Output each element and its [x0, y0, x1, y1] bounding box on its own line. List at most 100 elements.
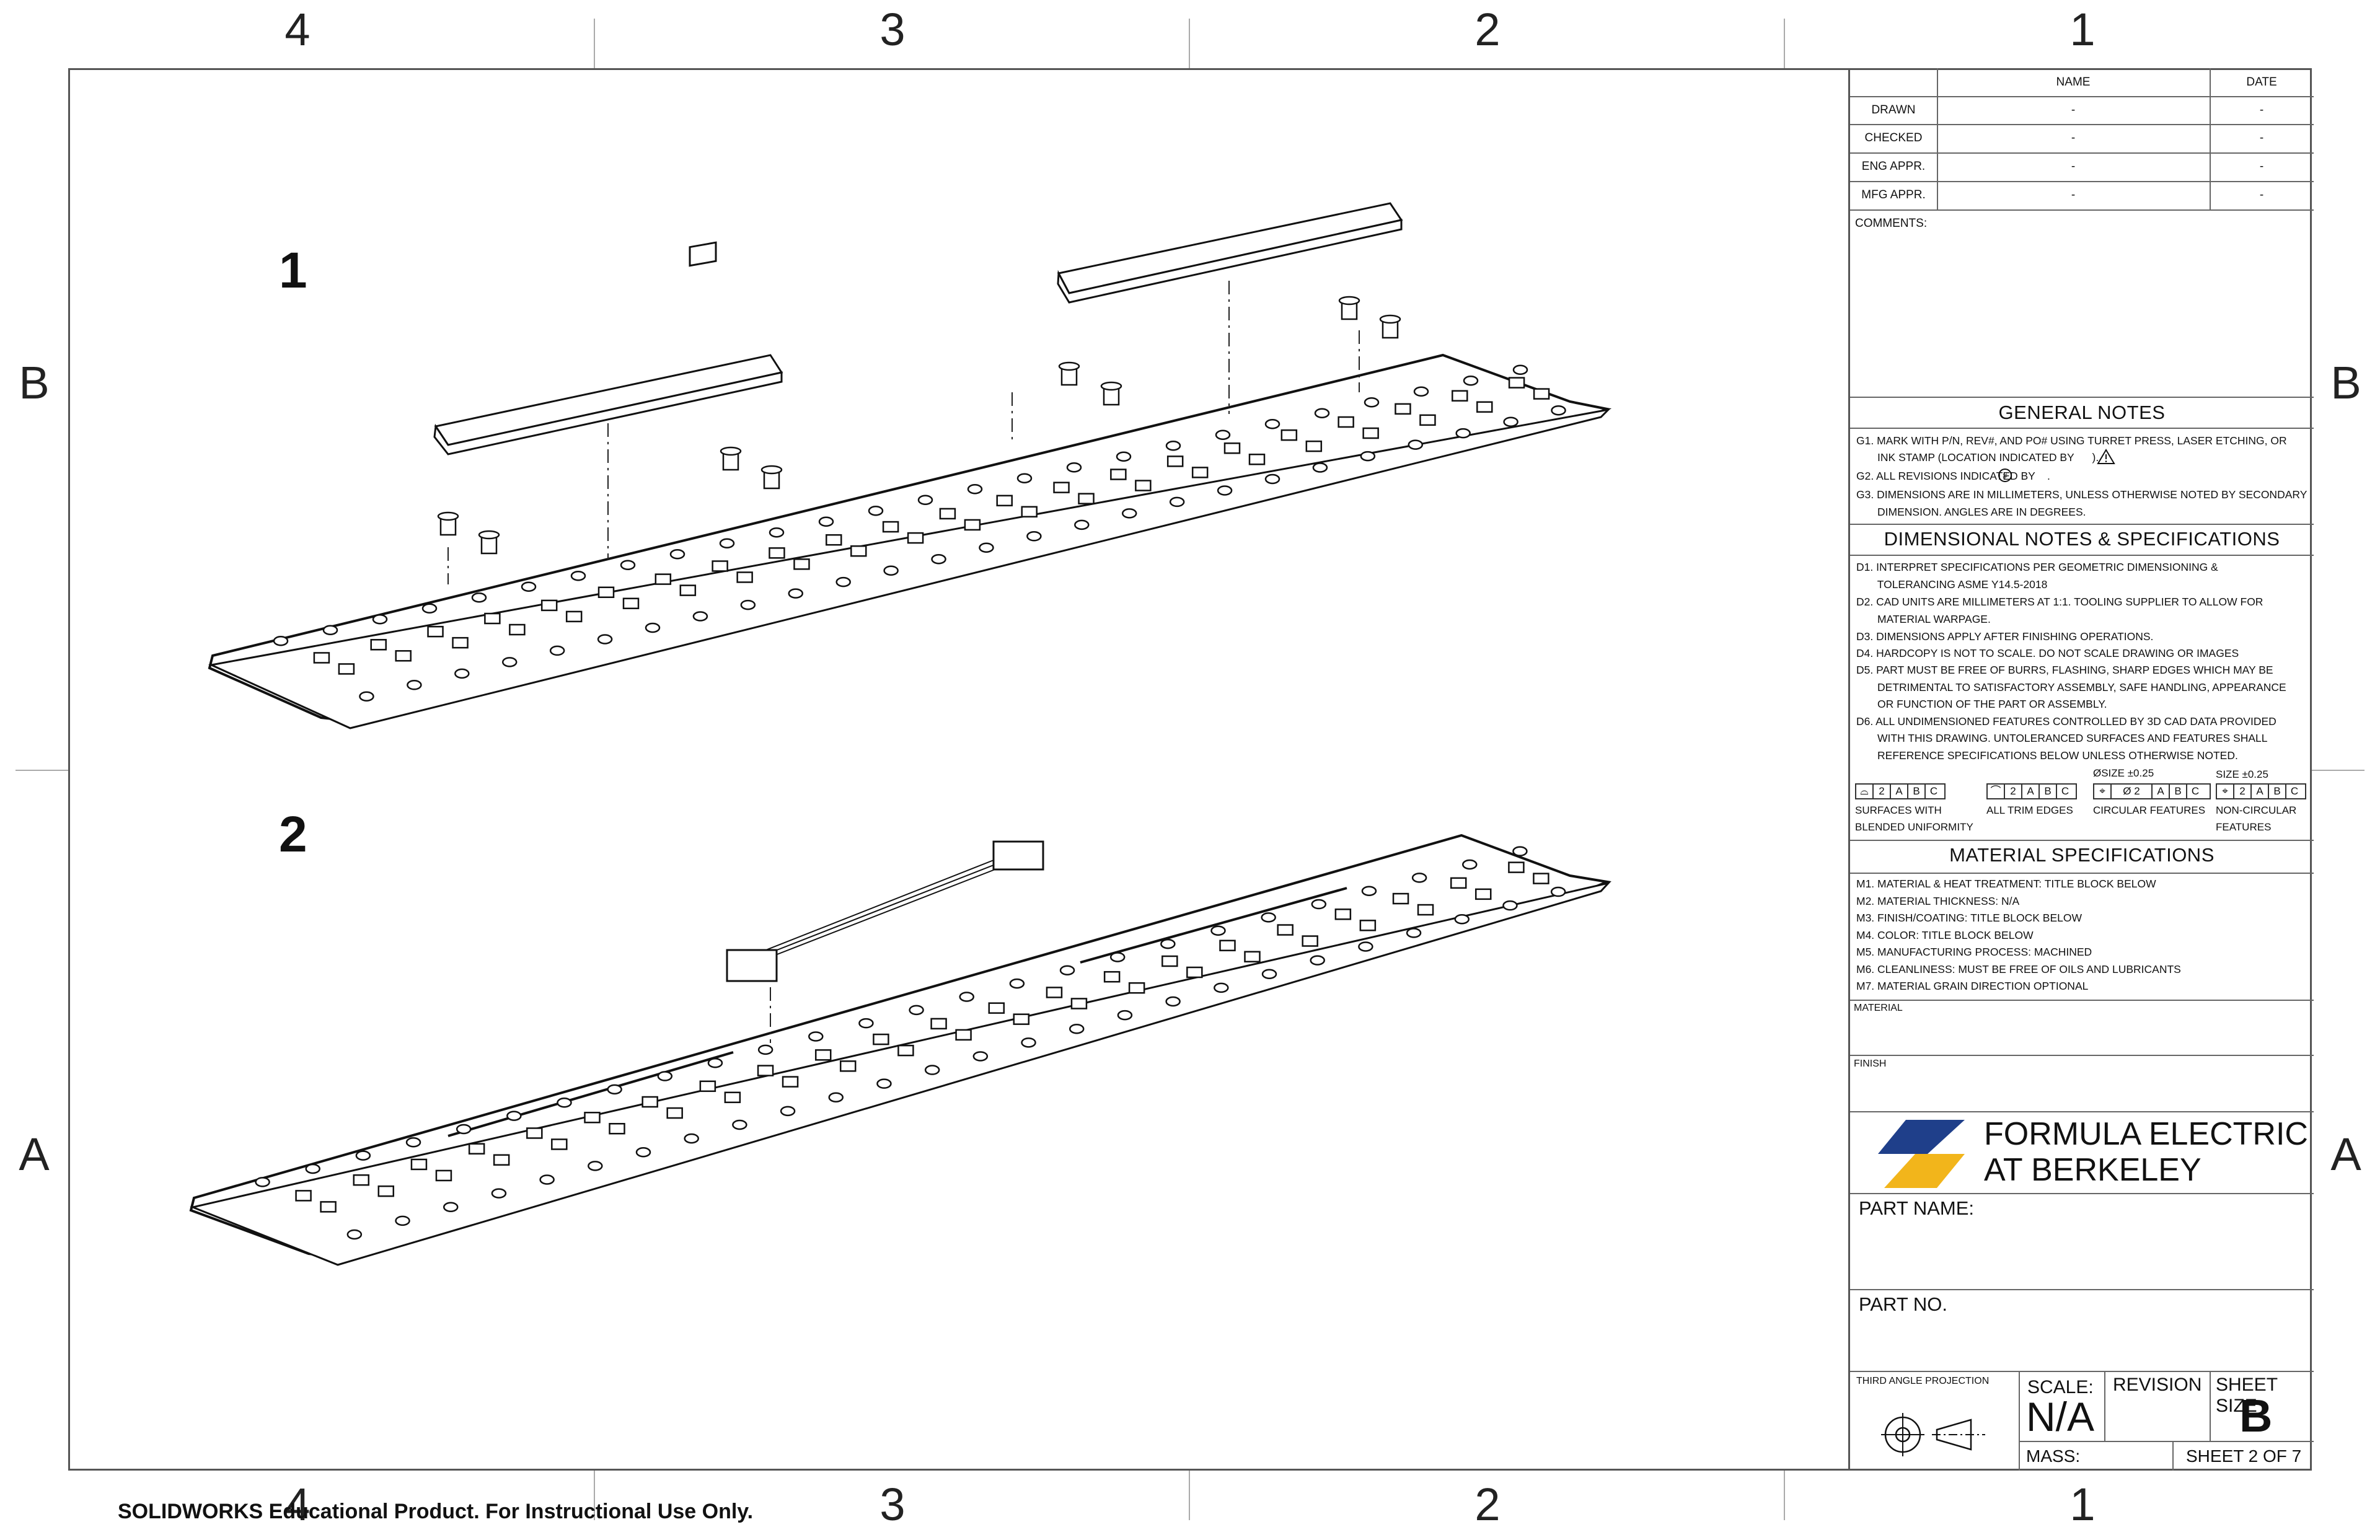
mounting-hole [407, 680, 422, 690]
mounting-hole [1311, 899, 1327, 910]
mounting-hole [273, 636, 289, 646]
gdt-cell: A [2153, 785, 2170, 798]
mounting-hole [355, 1150, 371, 1161]
mounting-hole [1217, 485, 1233, 496]
smd-component [1070, 998, 1088, 1010]
mounting-hole [549, 645, 565, 656]
material-spec-line: M1. MATERIAL & HEAT TREATMENT: TITLE BLO… [1856, 878, 2156, 890]
approval-row-divider [1850, 124, 2314, 125]
smd-component [897, 1044, 914, 1057]
notes-divider [1850, 428, 2314, 429]
gdt-cell: 2 [1874, 785, 1891, 798]
mounting-hole [588, 1161, 603, 1171]
smd-component [724, 1091, 741, 1104]
mounting-hole [788, 588, 804, 599]
scale-value: N/A [2026, 1394, 2095, 1440]
zone-right-A: A [2330, 1129, 2361, 1180]
comments-divider [1850, 397, 2314, 398]
mounting-hole [1411, 873, 1427, 883]
mounting-hole [570, 571, 586, 581]
smd-component [955, 1029, 972, 1041]
smd-component [769, 547, 785, 559]
mounting-hole [597, 634, 613, 645]
zone-tick [1189, 1471, 1190, 1520]
mounting-hole [1215, 429, 1231, 440]
mounting-hole [1160, 938, 1176, 949]
mounting-hole [979, 542, 994, 553]
size-tolerance-circular: ØSIZE ±0.25 [2093, 767, 2154, 779]
gdt-cell: B [2040, 785, 2057, 798]
mounting-hole [1261, 969, 1277, 979]
general-note-line: G2. ALL REVISIONS INDICATED BY . [1856, 470, 2050, 482]
mounting-hole [1016, 473, 1033, 483]
mounting-hole [657, 1071, 673, 1081]
mounting-hole [359, 691, 374, 702]
zone-tick [15, 770, 68, 771]
notes-divider [1850, 524, 2314, 525]
material-spec-line: M6. CLEANLINESS: MUST BE FREE OF OILS AN… [1856, 963, 2181, 975]
approval-date-mfg: - [2259, 188, 2264, 201]
sheet-size-value: B [2239, 1390, 2273, 1441]
mounting-hole [959, 992, 974, 1002]
zone-tick [594, 1471, 595, 1520]
smd-component [468, 1143, 485, 1155]
svg-text:#: # [2003, 471, 2008, 480]
mounting-hole [1312, 462, 1328, 473]
approval-header-date: DATE [2246, 76, 2277, 89]
smd-component [1128, 982, 1145, 994]
mounting-hole [692, 611, 708, 622]
approval-row-divider [1850, 181, 2314, 182]
bottom-divider [2172, 1441, 2174, 1471]
mounting-hole [1512, 846, 1528, 856]
dim-note-line: DETRIMENTAL TO SATISFACTORY ASSEMBLY, SA… [1856, 681, 2286, 693]
mounting-hole [1408, 439, 1424, 450]
dim-note-line: D1. INTERPRET SPECIFICATIONS PER GEOMETR… [1856, 561, 2218, 573]
smd-component [295, 1190, 312, 1202]
position-icon: ⌖ [2217, 785, 2234, 798]
mounting-hole [421, 603, 438, 614]
approval-label-mfg: MFG APPR. [1861, 188, 1926, 201]
zone-tick [1784, 1471, 1785, 1520]
smd-component [1508, 861, 1525, 873]
mounting-hole [1210, 925, 1226, 936]
approval-name-mfg: - [2071, 188, 2076, 201]
mounting-hole [1264, 473, 1280, 485]
mounting-hole [1406, 928, 1422, 938]
mass-divider [2019, 1441, 2314, 1442]
gdt-cell: C [2290, 785, 2299, 797]
smd-component [1219, 939, 1236, 951]
mounting-hole [732, 1119, 747, 1130]
material-spec-line: M4. COLOR: TITLE BLOCK BELOW [1856, 929, 2034, 941]
smd-component [1338, 416, 1354, 428]
smd-component [320, 1201, 337, 1213]
smd-component [370, 639, 387, 651]
mounting-hole [917, 495, 933, 505]
mounting-hole [255, 1177, 270, 1187]
gdt-cell: A [2252, 785, 2269, 798]
smd-component [1161, 955, 1178, 967]
smd-component [1166, 455, 1184, 467]
step1-daughter-board-right [1057, 202, 1403, 304]
gdt-cell: C [2061, 785, 2069, 797]
mounting-hole [924, 1065, 940, 1075]
standoffs [437, 296, 1401, 555]
zone-tick [1784, 19, 1785, 68]
board-components [255, 364, 1566, 1240]
mounting-hole [1069, 1023, 1085, 1034]
mounting-hole [539, 1174, 555, 1185]
mounting-hole [1463, 376, 1479, 386]
revision-marker-icon: # [1998, 469, 2012, 482]
smd-component [1392, 892, 1409, 905]
mounting-hole [645, 622, 661, 633]
step-label-1: 1 [279, 242, 307, 299]
gdt-cell: 2 [2234, 785, 2252, 798]
mounting-hole [1261, 912, 1276, 923]
assembly-leader-lines [447, 281, 1360, 1043]
zone-tick [1189, 19, 1190, 68]
gdt-label: ALL TRIM EDGES [1986, 804, 2073, 816]
smd-component [699, 1080, 716, 1093]
gdt-frame-surface-profile: ⌓ 2 A B C [1855, 783, 1946, 799]
gdt-frame-position-circular: ⌖ Ø 2 A B C [2093, 783, 2211, 799]
smd-component [395, 650, 412, 662]
gdt-label: BLENDED UNIFORMITY [1855, 821, 1973, 833]
